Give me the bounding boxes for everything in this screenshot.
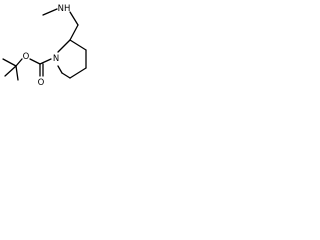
bond-nh-ch2 <box>69 11 79 26</box>
bond-n-carbonyl <box>39 58 52 65</box>
bond-c5-c6 <box>61 72 71 79</box>
bond-ester-o-quat <box>15 58 23 67</box>
bond-n-c2 <box>57 39 71 53</box>
bond-carbonyl-ester-o <box>29 58 41 65</box>
molecule-structure: NH N O O <box>2 4 87 88</box>
bond-c2-c3 <box>69 39 87 51</box>
bond-c4-c5 <box>69 67 87 79</box>
bond-ch2-c2 <box>69 24 79 41</box>
bond-tbu-methyl-1 <box>2 58 17 67</box>
bond-methyl-nh <box>42 8 58 16</box>
bond-tbu-methyl-3 <box>15 65 19 81</box>
atom-label-nh: NH <box>58 4 71 14</box>
atom-label-ring-n: N <box>53 54 59 64</box>
atom-label-carbonyl-o: O <box>38 78 45 88</box>
bond-tbu-methyl-2 <box>4 65 17 77</box>
atom-label-ester-o: O <box>23 52 30 62</box>
bond-n-c6 <box>57 65 63 74</box>
